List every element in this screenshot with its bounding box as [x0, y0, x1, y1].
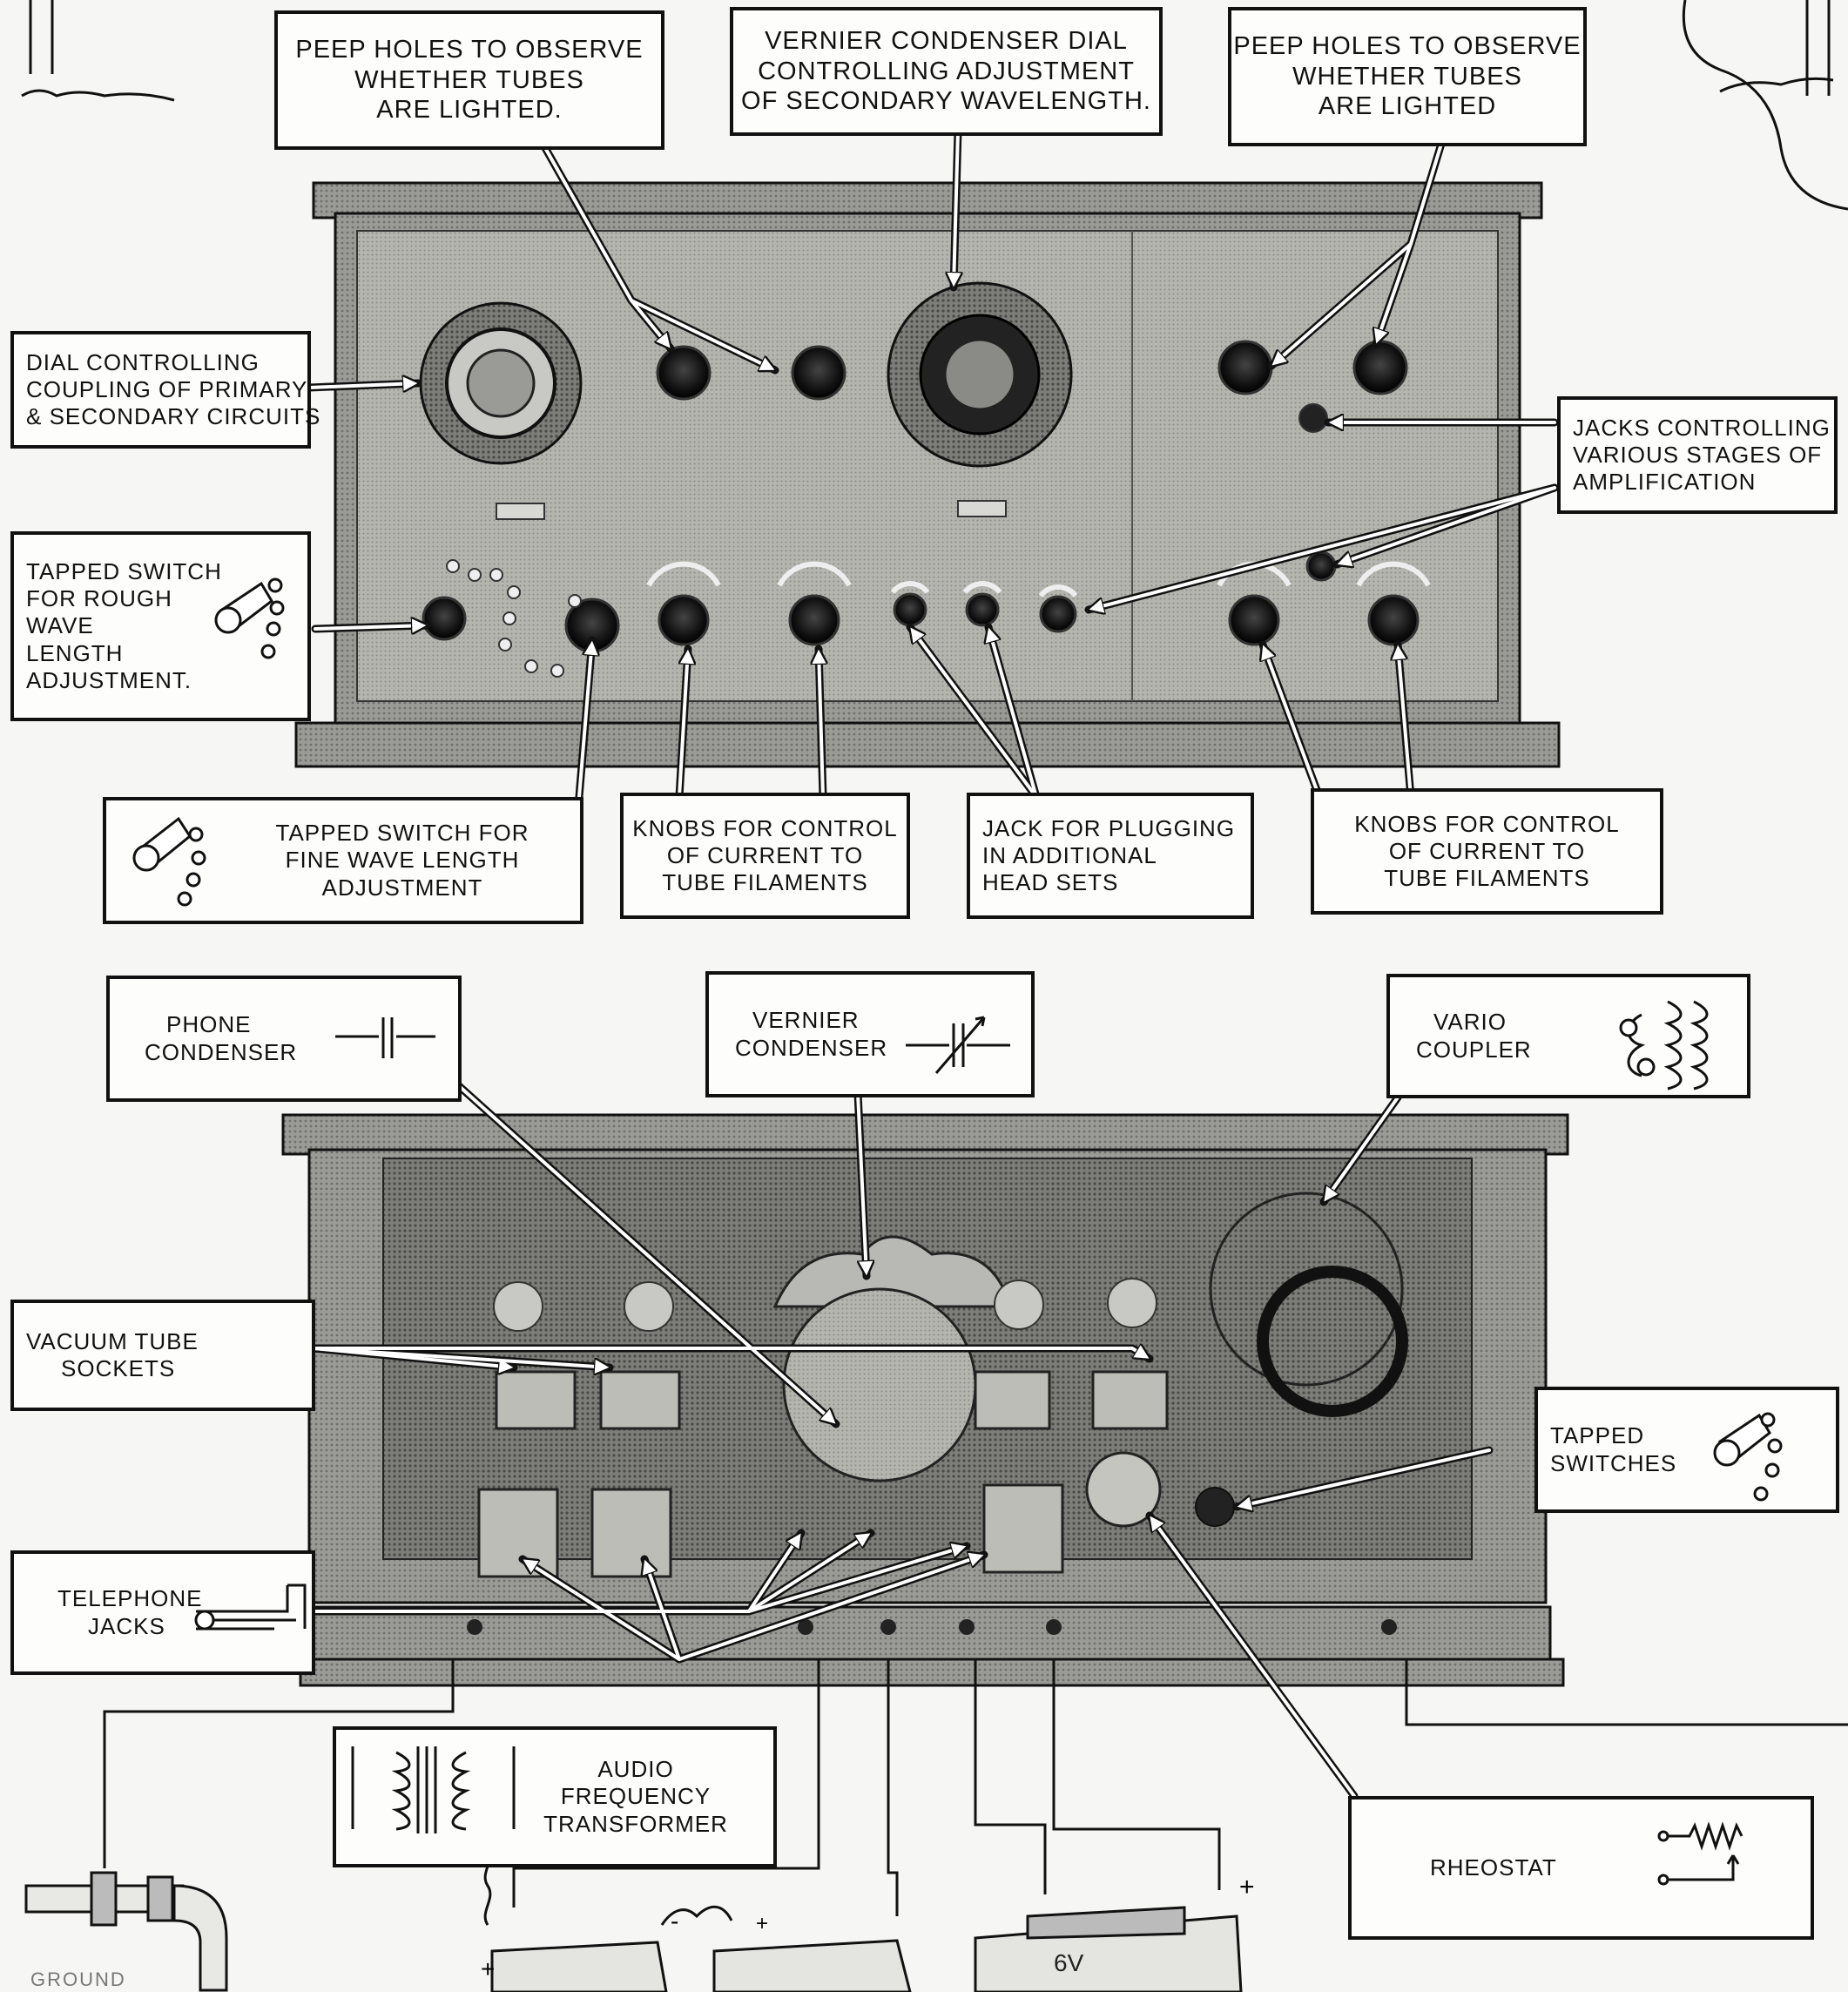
- label-line: CONDENSER: [735, 1035, 887, 1062]
- label-line: COUPLER: [1416, 1037, 1532, 1064]
- label-line: OF SECONDARY WAVELENGTH.: [741, 86, 1151, 117]
- label-line: LENGTH: [26, 640, 123, 667]
- label-line: JACKS CONTROLLING: [1573, 415, 1831, 442]
- label-line: IN ADDITIONAL: [982, 842, 1157, 869]
- label-rheostat: RHEOSTAT: [1348, 1796, 1814, 1940]
- label-line: VARIO: [1416, 1009, 1507, 1036]
- label-line: KNOBS FOR CONTROL: [1354, 811, 1619, 838]
- label-vernier-condenser-dial: VERNIER CONDENSER DIAL CONTROLLING ADJUS…: [730, 7, 1163, 136]
- label-vacuum-tube-sockets: VACUUM TUBE SOCKETS: [10, 1300, 315, 1411]
- corner-sketch-right: [1683, 0, 1848, 209]
- coupling-dial: [421, 303, 581, 463]
- label-line: WHETHER TUBES: [1292, 62, 1522, 92]
- battery-minus-sign: -: [671, 1908, 678, 1935]
- label-fine-switch: TAPPED SWITCH FOR FINE WAVE LENGTH ADJUS…: [103, 797, 583, 924]
- front-panel-cabinet: [296, 183, 1559, 766]
- label-line: TAPPED SWITCH FOR: [276, 820, 529, 847]
- label-line: FINE WAVE LENGTH: [286, 847, 520, 874]
- label-line: VARIOUS STAGES OF: [1573, 442, 1822, 469]
- label-line: ADJUSTMENT: [322, 874, 483, 901]
- label-line: VERNIER: [735, 1007, 860, 1034]
- label-line: JACK FOR PLUGGING: [982, 815, 1235, 842]
- label-line: CONTROLLING ADJUSTMENT: [758, 57, 1135, 87]
- label-line: TUBE FILAMENTS: [662, 869, 867, 896]
- label-telephone-jacks: TELEPHONE JACKS: [10, 1550, 315, 1675]
- label-line: TELEPHONE: [57, 1585, 203, 1612]
- battery-plus-sign: +: [756, 1912, 768, 1936]
- vernier-dial: [888, 283, 1071, 466]
- label-line: ADJUSTMENT.: [26, 667, 192, 694]
- label-line: RHEOSTAT: [1430, 1854, 1557, 1881]
- label-vernier-condenser: VERNIER CONDENSER: [705, 971, 1035, 1097]
- label-knobs-right: KNOBS FOR CONTROL OF CURRENT TO TUBE FIL…: [1311, 788, 1663, 915]
- label-line: PEEP HOLES TO OBSERVE: [295, 35, 643, 65]
- label-phone-condenser: PHONE CONDENSER: [106, 976, 462, 1102]
- label-line: ARE LIGHTED.: [376, 95, 562, 125]
- label-line: & SECONDARY CIRCUITS: [26, 403, 320, 430]
- label-audio-transformer: AUDIO FREQUENCY TRANSFORMER: [333, 1726, 777, 1867]
- label-line: HEAD SETS: [982, 869, 1118, 896]
- label-dial-coupling: DIAL CONTROLLING COUPLING OF PRIMARY & S…: [10, 331, 311, 449]
- label-peep-holes-left: PEEP HOLES TO OBSERVE WHETHER TUBES ARE …: [274, 10, 664, 150]
- label-line: OF CURRENT TO: [1389, 838, 1585, 865]
- battery-plus-sign: +: [1239, 1873, 1255, 1902]
- ground-label: GROUND: [30, 1968, 126, 1991]
- label-line: KNOBS FOR CONTROL: [632, 815, 897, 842]
- label-line: CONDENSER: [145, 1039, 297, 1066]
- label-line: TRANSFORMER: [543, 1811, 728, 1838]
- corner-sketch-left: [22, 0, 174, 100]
- label-rough-switch: TAPPED SWITCH FOR ROUGH WAVE LENGTH ADJU…: [10, 531, 311, 721]
- label-jacks-amplification: JACKS CONTROLLING VARIOUS STAGES OF AMPL…: [1557, 396, 1838, 514]
- label-line: AUDIO: [597, 1756, 673, 1783]
- label-line: JACKS: [57, 1613, 165, 1640]
- label-line: AMPLIFICATION: [1573, 469, 1756, 496]
- label-line: WHETHER TUBES: [354, 65, 584, 96]
- label-line: VACUUM TUBE: [26, 1328, 199, 1355]
- label-jack-headsets: JACK FOR PLUGGING IN ADDITIONAL HEAD SET…: [967, 793, 1254, 919]
- label-line: SWITCHES: [1550, 1450, 1676, 1477]
- battery-plus-sign: +: [481, 1955, 495, 1983]
- label-line: PEEP HOLES TO OBSERVE: [1233, 31, 1581, 62]
- battery-voltage-label: 6V: [1054, 1949, 1083, 1977]
- label-knobs-left: KNOBS FOR CONTROL OF CURRENT TO TUBE FIL…: [620, 793, 910, 919]
- label-line: WAVE: [26, 612, 94, 639]
- label-line: TAPPED SWITCH: [26, 558, 222, 585]
- label-line: FREQUENCY: [561, 1783, 711, 1810]
- label-line: SOCKETS: [26, 1355, 175, 1382]
- label-line: FOR ROUGH: [26, 585, 172, 612]
- label-line: TAPPED: [1550, 1422, 1644, 1449]
- label-line: DIAL CONTROLLING: [26, 349, 260, 376]
- label-line: ARE LIGHTED: [1319, 91, 1496, 122]
- label-vario-coupler: VARIO COUPLER: [1386, 974, 1750, 1098]
- label-line: TUBE FILAMENTS: [1384, 865, 1589, 892]
- label-line: PHONE: [145, 1011, 251, 1038]
- label-line: OF CURRENT TO: [667, 842, 863, 869]
- label-tapped-switches: TAPPED SWITCHES: [1534, 1387, 1839, 1513]
- label-peep-holes-right: PEEP HOLES TO OBSERVE WHETHER TUBES ARE …: [1228, 7, 1587, 146]
- label-line: COUPLING OF PRIMARY: [26, 376, 307, 403]
- label-line: VERNIER CONDENSER DIAL: [765, 26, 1128, 57]
